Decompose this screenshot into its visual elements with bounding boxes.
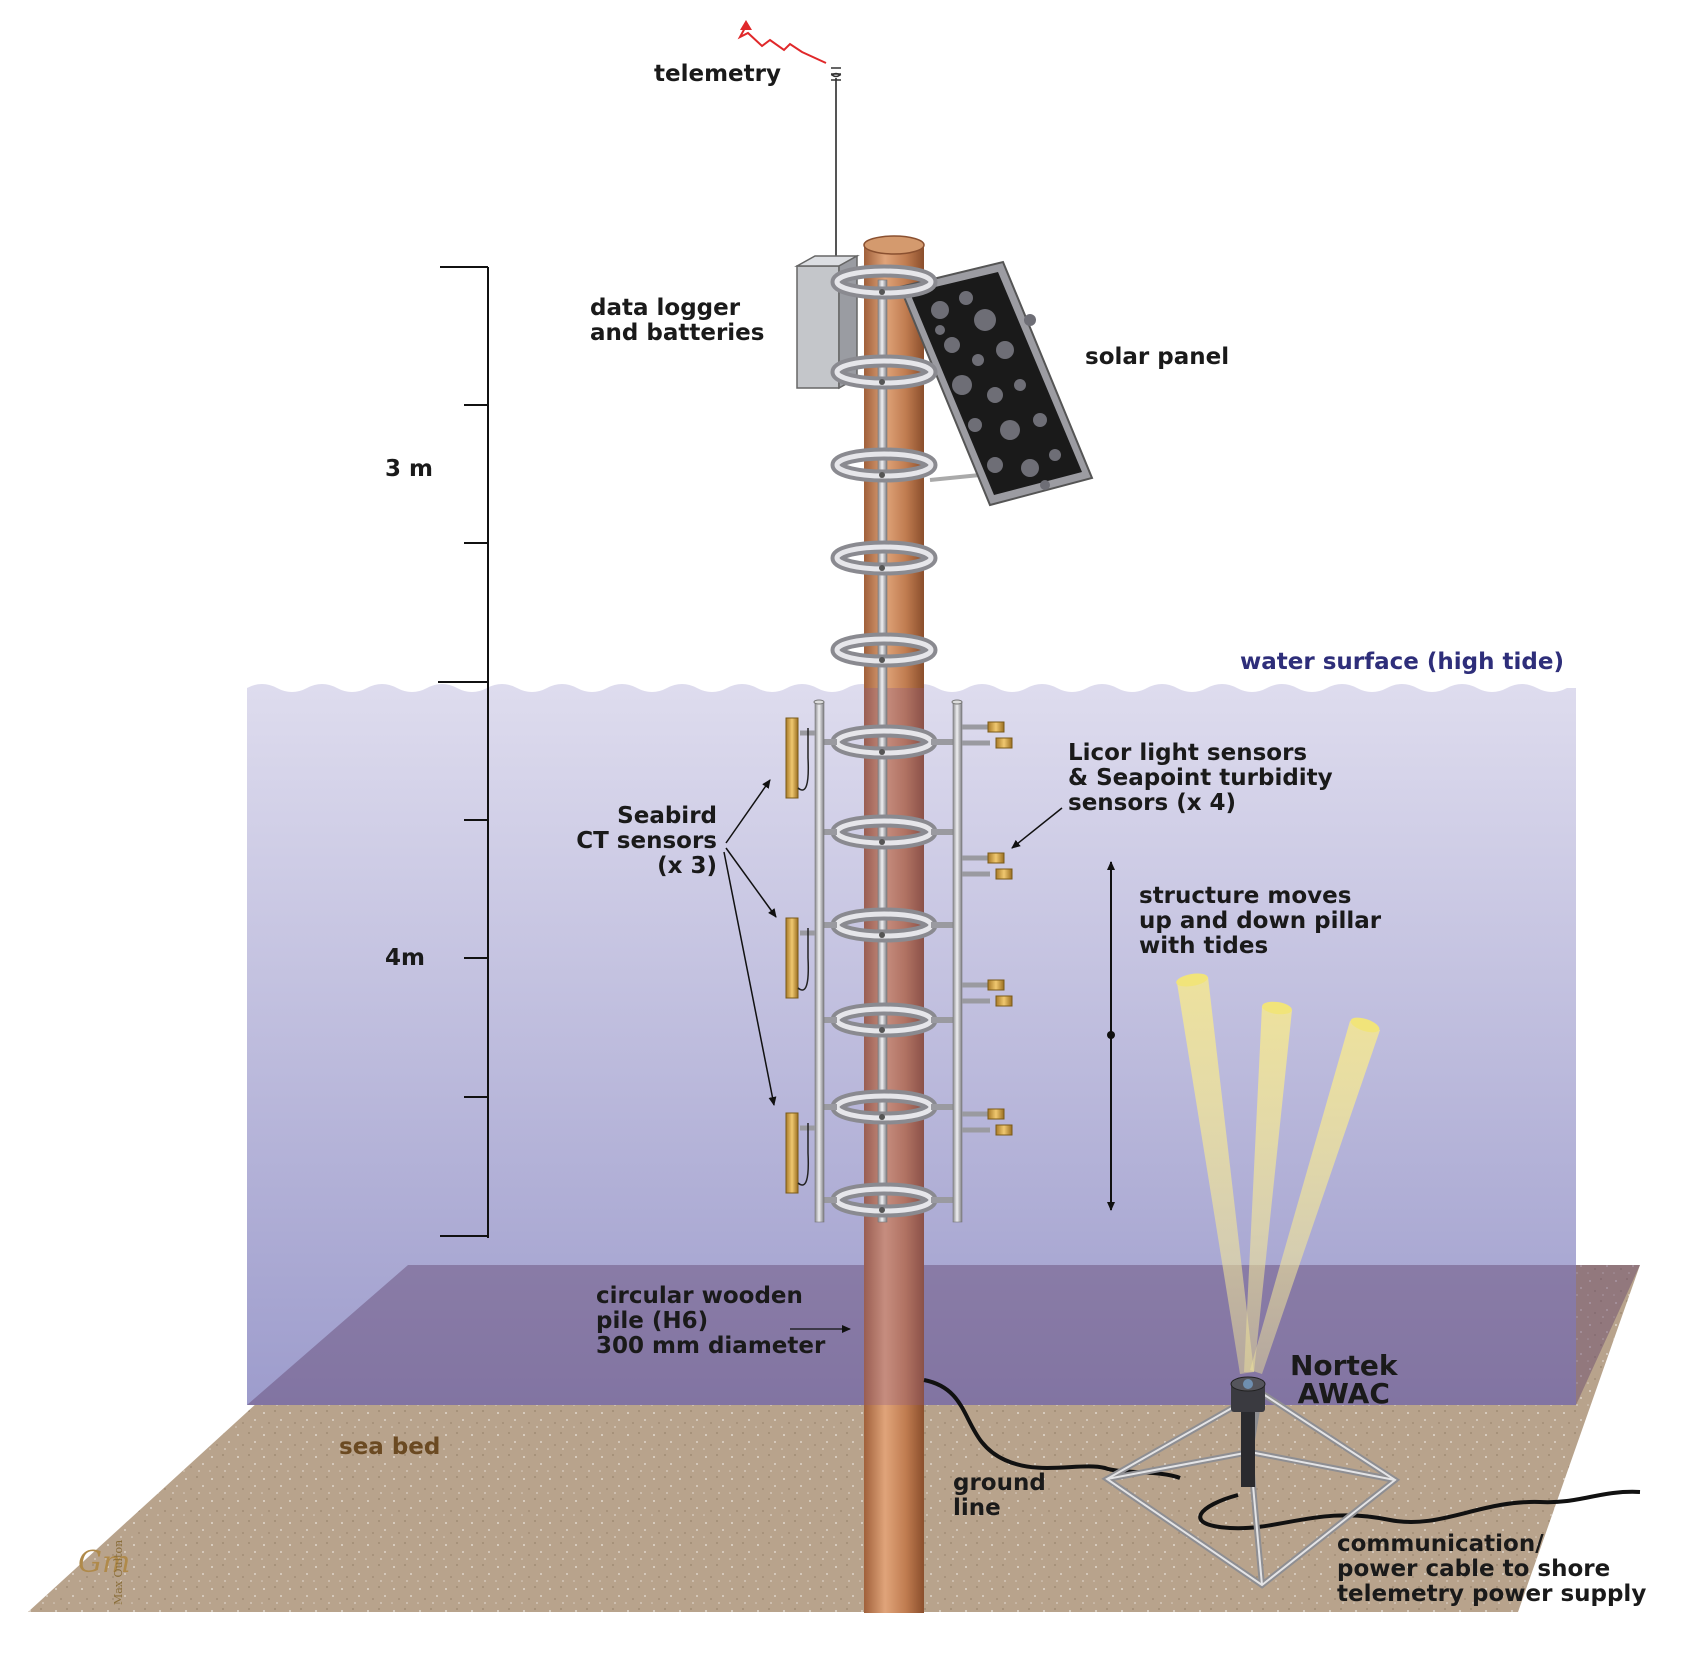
collar-ring (824, 1182, 953, 1218)
seabird-ct-sensor (785, 917, 815, 999)
seabed-water-overlap (247, 1265, 1640, 1405)
sea-bed-label: sea bed (339, 1434, 441, 1460)
seabird-sensors-label: Seabird CT sensors (x 3) (560, 804, 717, 879)
data-logger-label-line: data logger (590, 295, 741, 321)
nortek-awac-label-line: AWAC (1297, 1377, 1390, 1410)
tide-movement-arrow (1107, 861, 1115, 1211)
ground-line-label-line: ground (953, 1470, 1046, 1496)
seabird-ct-sensor (785, 1112, 815, 1194)
data-logger-label: data logger and batteries (590, 296, 764, 346)
data-logger-label-line: and batteries (590, 320, 765, 346)
nortek-awac-label: Nortek AWAC (1290, 1352, 1397, 1408)
seabird-sensors-label-line: CT sensors (576, 828, 717, 854)
licor-sensors-label-line: sensors (x 4) (1068, 790, 1237, 816)
licor-seapoint-sensors (962, 721, 1013, 1136)
structure-moves-label-line: up and down pillar (1139, 908, 1382, 934)
licor-leader-arrow (1011, 807, 1063, 849)
wooden-pile-label: circular wooden pile (H6) 300 mm diamete… (596, 1284, 825, 1359)
collar-ring (824, 1089, 953, 1125)
seabird-sensors-label-line: Seabird (617, 803, 717, 829)
licor-seapoint-sensor-pair (962, 1108, 1013, 1136)
telemetry-antenna (830, 67, 842, 268)
depth-scale-bar (438, 266, 489, 1238)
solar-panel (898, 260, 1094, 507)
awac-acoustic-beams (1176, 973, 1380, 1374)
seabird-ct-sensor (785, 717, 815, 799)
licor-seapoint-sensor-pair (962, 979, 1013, 1007)
artist-signature-name: Max Oulton (112, 1539, 125, 1605)
water-surface-label: water surface (high tide) (1240, 649, 1564, 675)
cable-label-line: power cable to shore (1337, 1556, 1611, 1582)
ground-line-label-line: line (953, 1495, 1001, 1521)
structure-moves-label: structure moves up and down pillar with … (1139, 884, 1381, 959)
wooden-pile-label-line: pile (H6) (596, 1308, 709, 1334)
cable-label-line: communication/ (1337, 1531, 1544, 1557)
licor-sensors-label: Licor light sensors & Seapoint turbidity… (1068, 741, 1333, 816)
licor-sensors-label-line: & Seapoint turbidity (1068, 765, 1333, 791)
collar-ring (824, 724, 953, 760)
solar-panel-label: solar panel (1085, 344, 1230, 370)
wooden-pile-label-line: 300 mm diameter (596, 1333, 826, 1359)
cable-label-line: telemetry power supply (1337, 1581, 1647, 1607)
structure-moves-label-line: structure moves (1139, 883, 1352, 909)
collar-ring (824, 814, 953, 850)
wooden-pile (863, 235, 925, 1613)
seabird-leader-arrows (723, 779, 777, 1106)
collar-ring (824, 1002, 953, 1038)
seabird-ct-sensors (785, 717, 815, 1194)
awac-frame-highlight (1105, 1390, 1397, 1587)
collar-ring (830, 354, 938, 390)
licor-sensors-label-line: Licor light sensors (1068, 740, 1308, 766)
collar-ring (830, 632, 938, 668)
cable-label: communication/ power cable to shore tele… (1337, 1532, 1646, 1607)
collar-ring (830, 540, 938, 576)
collar-ring (830, 264, 938, 300)
scale-lower-label: 4m (385, 945, 425, 971)
collar-ring (824, 907, 953, 943)
licor-seapoint-sensor-pair (962, 721, 1013, 749)
licor-seapoint-sensor-pair (962, 852, 1013, 880)
telemetry-label: telemetry (654, 61, 781, 87)
collar-rings (824, 264, 953, 1218)
artist-signature: Gm (78, 1545, 131, 1580)
scale-upper-label: 3 m (385, 456, 433, 482)
sensor-frame (813, 699, 963, 1223)
wooden-pile-label-line: circular wooden (596, 1283, 803, 1309)
structure-moves-label-line: with tides (1139, 933, 1269, 959)
telemetry-signal-icon (737, 20, 827, 64)
collar-ring (830, 447, 938, 483)
ground-line-label: ground line (953, 1471, 1046, 1521)
seabird-sensors-label-line: (x 3) (657, 853, 717, 879)
awac-instrument (1230, 1376, 1266, 1487)
shore-power-cable (1198, 1489, 1641, 1531)
nortek-awac-label-line: Nortek (1290, 1349, 1398, 1382)
